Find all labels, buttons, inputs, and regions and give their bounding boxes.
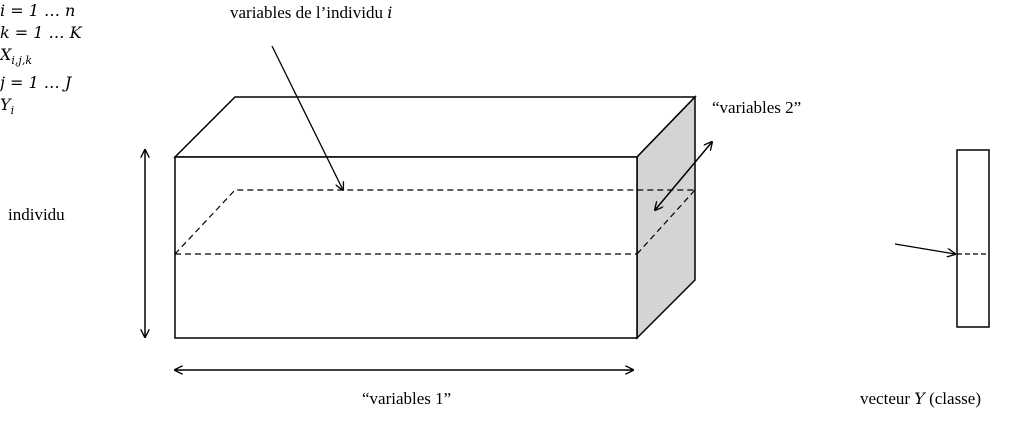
variables2-range: k = 1 … K bbox=[0, 23, 82, 42]
variables2-double-arrow bbox=[655, 142, 712, 210]
vector-caption: vecteur Y (classe) bbox=[860, 388, 981, 410]
yi-subscript: i bbox=[10, 104, 15, 118]
yi-symbol: Y bbox=[0, 95, 11, 115]
variables1-title: “variables 1” bbox=[362, 389, 452, 408]
tensor-x-symbol: X bbox=[0, 45, 12, 64]
tensor-x-subscript: i,j,k bbox=[11, 54, 32, 68]
individual-variables-index: i bbox=[387, 3, 393, 22]
tensor-x-label: Xi,j,k bbox=[0, 44, 1034, 72]
individual-variables-label: variables de l’individu i bbox=[230, 2, 392, 24]
box-top-face bbox=[173, 96, 697, 158]
vector-caption-prefix: vecteur bbox=[860, 389, 911, 408]
vector-caption-var: Y bbox=[914, 389, 925, 408]
individual-variables-text: variables de l’individu bbox=[230, 3, 383, 22]
yi-pointer-arrow bbox=[894, 243, 955, 254]
vector-y-rect bbox=[956, 149, 990, 328]
vector-caption-suffix: (classe) bbox=[929, 389, 982, 408]
yi-label: Yi bbox=[0, 94, 1034, 122]
individu-word: individu bbox=[8, 205, 65, 224]
individual-variables-pointer-arrow bbox=[271, 45, 343, 190]
variables2-title: “variables 2” bbox=[712, 98, 802, 117]
individu-range: i = 1 … n bbox=[0, 1, 76, 20]
box-front-face bbox=[174, 156, 638, 339]
variables1-range: j = 1 … J bbox=[0, 73, 72, 93]
